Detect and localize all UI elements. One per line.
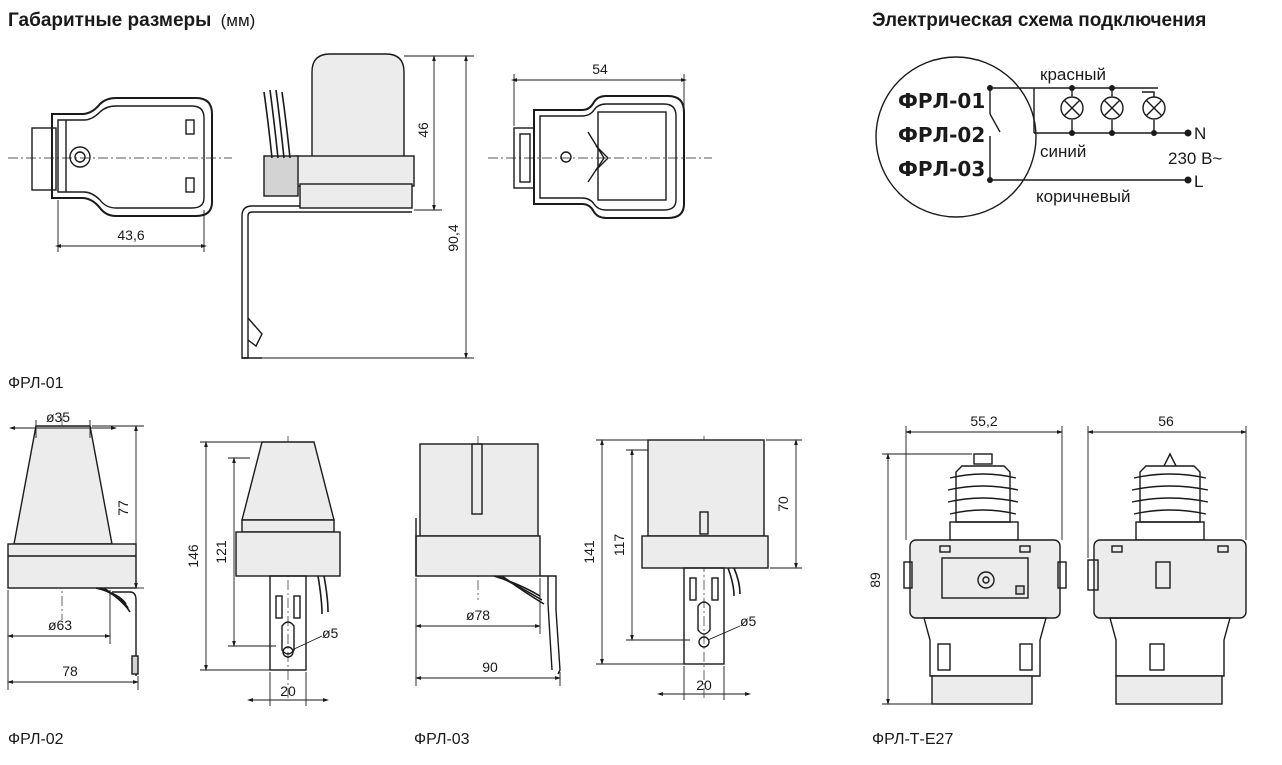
e27-front-width-label: 55,2 [970,413,997,429]
dimensions-heading: Габаритные размеры (мм) [8,10,255,31]
frl02-front-view: 146 121 ø5 20 [185,436,341,706]
frl02-base-diameter-label: ø63 [48,617,72,633]
caption-frl02: ФРЛ-02 [8,731,64,748]
frl03-bracket-label: 20 [696,677,712,693]
frl03-cap-height-label: 70 [775,496,791,512]
frl01-top-view: 43,6 [8,97,232,252]
e27-side-width-label: 56 [1158,413,1174,429]
frl02-cap-height-label: 77 [115,500,131,516]
frl03-total-height-label: 141 [581,540,597,564]
frl03-body-height-label: 117 [611,534,627,557]
caption-frl03: ФРЛ-03 [414,731,470,748]
lamp-3-icon [1142,91,1166,136]
frl01-side-view: 46 90,4 [241,53,474,360]
voltage-label: 230 В~ [1168,149,1222,168]
frl03-hole-label: ø5 [740,613,757,629]
scheme-heading: Электрическая схема подключения [872,10,1206,31]
frl03-side-view: ø78 90 [414,436,562,686]
wire-red-label: красный [1040,65,1106,84]
frl03-diameter-label: ø78 [466,607,490,623]
wire-blue-label: синий [1040,142,1086,161]
frl-t-e27-front-view: 55,2 89 [867,413,1067,706]
frl01-top-view-right: 54 [488,61,712,219]
frl01-head-height-label: 46 [415,122,431,138]
frl02-body-height-label: 121 [213,540,229,564]
scheme-model-frl02: ФРЛ-02 [898,123,985,147]
frl02-hole-label: ø5 [322,625,339,641]
frl03-front-view: 141 117 70 ø5 20 [581,436,802,700]
frl02-side-view: ø35 77 ø63 78 [6,409,144,690]
scheme-model-frl01: ФРЛ-01 [898,89,985,113]
frl01-top-width-label: 54 [592,61,608,77]
scheme-model-frl03: ФРЛ-03 [898,157,985,181]
lamp-2-icon [1100,85,1124,136]
frl02-total-width-label: 78 [62,663,78,679]
frl02-total-height-label: 146 [185,544,201,568]
frl01-total-height-label: 90,4 [445,224,461,251]
wire-brown-label: коричневый [1036,187,1130,206]
terminal-n-label: N [1194,124,1206,143]
frl02-bracket-label: 20 [280,683,296,699]
e27-height-label: 89 [867,572,883,588]
frl01-width-label: 43,6 [117,227,144,243]
caption-frl-t-e27: ФРЛ-Т-Е27 [872,731,953,748]
caption-frl01: ФРЛ-01 [8,375,64,392]
lamp-1-icon [1060,85,1084,136]
frl02-top-diameter-label: ø35 [46,409,70,425]
frl-t-e27-side-view: 56 [1086,413,1248,705]
wiring-scheme: ФРЛ-01 ФРЛ-02 ФРЛ-03 [875,56,1222,218]
terminal-l-label: L [1194,172,1203,191]
frl03-total-width-label: 90 [482,659,498,675]
